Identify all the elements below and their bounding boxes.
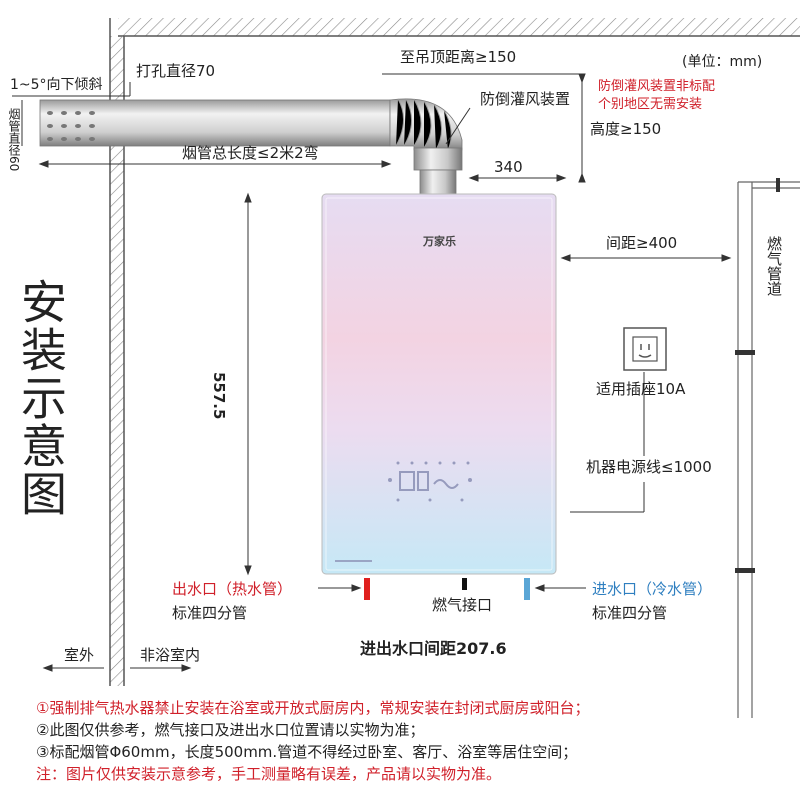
gas-inlet-label: 燃气接口 — [432, 596, 493, 614]
inlet-label: 进水口（冷水管） — [592, 582, 712, 597]
windproof-note-2: 个别地区无需安装 — [598, 97, 703, 112]
outlet-label: 出水口（热水管） — [172, 582, 292, 597]
windproof-label: 防倒灌风装置 — [480, 90, 571, 108]
indoor-label: 非浴室内 — [140, 646, 201, 664]
outdoor-label: 室外 — [64, 646, 95, 664]
note-1: ①强制排气热水器禁止安装在浴室或开放式厨房内，常规安装在封闭式厨房或阳台； — [36, 699, 590, 717]
water-heater — [321, 193, 557, 575]
control-display — [388, 461, 472, 502]
note-3: ③标配烟管Φ60mm，长度500mm.管道不得经过卧室、客厅、浴室等居住空间； — [36, 743, 578, 761]
cold-water-pipe — [524, 578, 530, 600]
diagram-title: 安装示意图 — [14, 278, 68, 518]
windproof-note-1: 防倒灌风装置非标配 — [598, 79, 716, 94]
flue-pipe — [39, 98, 463, 197]
unit-label: (单位：mm) — [682, 54, 763, 70]
outlet-name: 出水口 — [172, 580, 218, 598]
tilt-label: 1~5°向下倾斜 — [10, 77, 103, 93]
inlet-standard: 标准四分管 — [592, 604, 668, 622]
note-4: 注：图片仅供安装示意参考，手工测量略有误差，产品请以实物为准。 — [36, 765, 502, 783]
spacing-label: 间距≥400 — [606, 234, 678, 252]
socket-label: 适用插座10A — [596, 380, 686, 398]
offset-label: 340 — [494, 158, 523, 176]
gas-pipe — [735, 178, 800, 718]
height-dimension-label: 557.5 — [210, 372, 228, 420]
wall-hatch — [110, 36, 124, 686]
diameter-label: 烟管直径60 — [7, 108, 21, 172]
flue-length-label: 烟管总长度≤2米2弯 — [182, 144, 319, 162]
dimension-lines — [12, 73, 732, 672]
socket-icon — [623, 327, 667, 371]
inlet-type: （冷水管） — [637, 580, 713, 598]
hole-label: 打孔直径70 — [136, 62, 216, 80]
outlet-type: （热水管） — [217, 580, 293, 598]
gas-pipe-label: 燃气管道 — [765, 236, 783, 296]
inlet-name: 进水口 — [592, 580, 638, 598]
outlet-standard: 标准四分管 — [172, 604, 248, 622]
height-label: 高度≥150 — [590, 120, 662, 138]
note-2: ②此图仅供参考，燃气接口及进出水口位置请以实物为准； — [36, 721, 425, 739]
water-spacing-label: 进出水口间距207.6 — [360, 639, 507, 658]
gas-connector — [462, 578, 467, 590]
hot-water-pipe — [364, 578, 370, 600]
ceiling-distance-label: 至吊顶距离≥150 — [400, 48, 517, 66]
brand-logo: 万家乐 — [423, 235, 456, 248]
ceiling-hatch — [118, 18, 800, 36]
power-cord-label: 机器电源线≤1000 — [586, 458, 712, 476]
